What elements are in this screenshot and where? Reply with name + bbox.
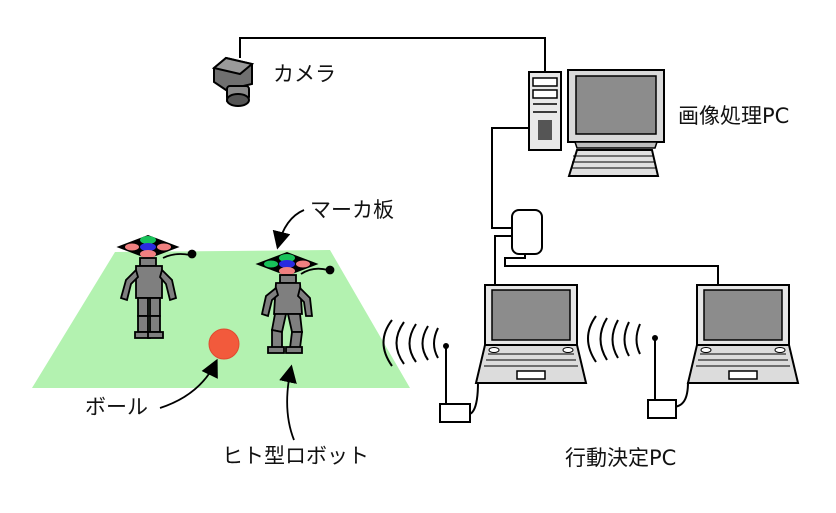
label-camera: カメラ — [273, 62, 336, 86]
camera-icon — [211, 56, 255, 107]
laptop-icon — [686, 284, 800, 384]
label-ball: ボール — [85, 395, 148, 419]
label-marker-board: マーカ板 — [310, 198, 394, 222]
usb-dongle-icon — [647, 335, 677, 419]
wireless-signal-icon — [587, 315, 641, 363]
ball — [208, 328, 240, 360]
label-image-processing-pc: 画像処理PC — [678, 104, 790, 128]
soccer-field — [32, 250, 410, 388]
hub-icon — [511, 209, 543, 255]
wireless-signal-icon — [382, 319, 439, 367]
robot-icon — [116, 235, 197, 339]
label-action-decision-pc: 行動決定PC — [565, 446, 677, 470]
label-humanoid-robot: ヒト型ロボット — [222, 444, 369, 468]
robot-icon — [255, 252, 335, 354]
usb-dongle-icon — [439, 343, 471, 423]
label-arrows — [159, 209, 305, 441]
desktop-pc-icon — [528, 69, 665, 177]
network-cables — [239, 37, 719, 416]
laptop-icon — [474, 284, 588, 384]
